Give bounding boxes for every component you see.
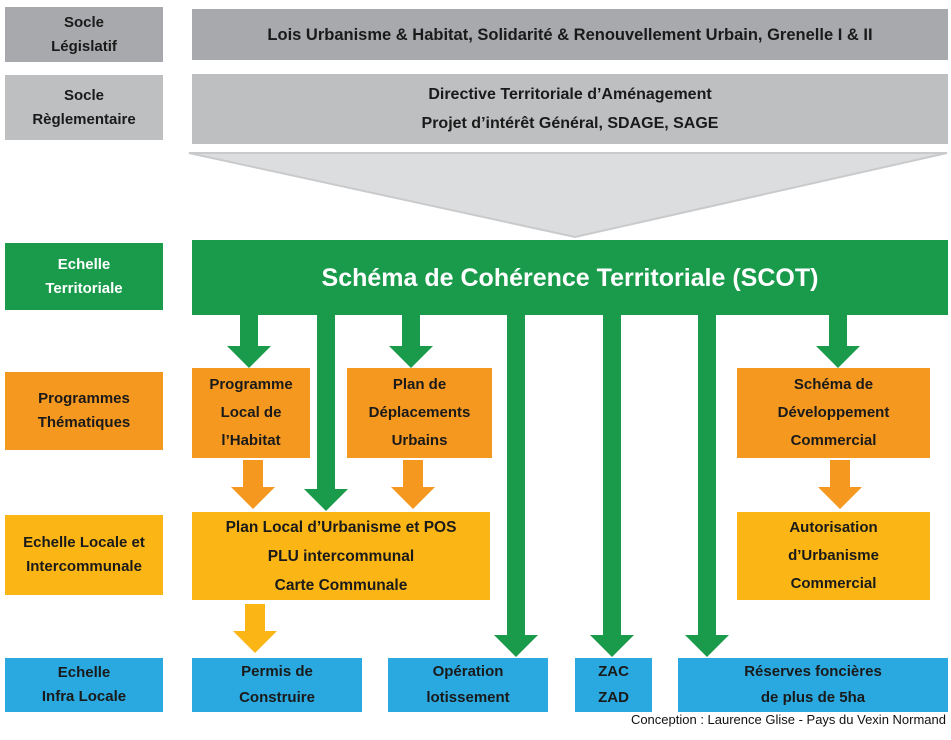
- label-programmes-thematiques-line1: Programmes: [38, 390, 130, 407]
- arrow-scot-to-plh: [227, 315, 271, 368]
- box-plu-line2: PLU intercommunal: [267, 547, 415, 565]
- label-socle-reglementaire-line2: Règlementaire: [32, 110, 136, 128]
- box-directive-territoriale-line1: Directive Territoriale d’Aménagement: [428, 86, 712, 103]
- box-scot: Schéma de Cohérence Territoriale (SCOT): [192, 240, 948, 315]
- credit-text: Conception : Laurence Glise - Pays du Ve…: [630, 712, 946, 727]
- box-programme-local-habitat: Programme Local de l’Habitat: [192, 368, 310, 458]
- box-plu-line3: Carte Communale: [274, 576, 408, 594]
- arrow-scot-to-operation: [494, 315, 538, 657]
- box-operation-line1: Opération: [432, 663, 504, 680]
- arrow-head: [389, 346, 433, 368]
- box-operation-lotissement: Opération lotissement: [388, 658, 548, 712]
- arrow-shaft: [603, 315, 621, 635]
- label-echelle-infra-locale: Echelle Infra Locale: [5, 658, 163, 712]
- label-programmes-thematiques: Programmes Thématiques: [5, 372, 163, 450]
- label-echelle-territoriale: Echelle Territoriale: [5, 243, 163, 310]
- funnel-triangle: [188, 152, 948, 239]
- box-auc-line2: d’Urbanisme: [788, 547, 879, 564]
- arrow-shaft: [830, 460, 850, 487]
- box-plan-local-urbanisme: Plan Local d’Urbanisme et POS PLU interc…: [192, 512, 490, 600]
- label-echelle-locale-line1: Echelle Locale et: [23, 534, 145, 551]
- arrow-head: [233, 631, 277, 653]
- box-schema-developpement-commercial: Schéma de Développement Commercial: [737, 368, 930, 458]
- box-permis-line2: Construire: [239, 689, 315, 706]
- arrow-scot-to-zac-zad: [590, 315, 634, 657]
- arrow-head: [685, 635, 729, 657]
- label-socle-reglementaire: Socle Règlementaire: [5, 75, 163, 140]
- box-directive-territoriale: Directive Territoriale d’Aménagement Pro…: [192, 74, 948, 144]
- arrow-scot-to-pdu: [389, 315, 433, 368]
- arrow-head: [816, 346, 860, 368]
- label-programmes-thematiques-line2: Thématiques: [37, 414, 131, 431]
- arrow-head: [227, 346, 271, 368]
- arrow-shaft: [317, 315, 335, 489]
- box-plh-line3: l’Habitat: [221, 432, 281, 449]
- arrow-pdu-to-plu: [391, 460, 435, 509]
- box-reserves-line2: de plus de 5ha: [760, 689, 866, 706]
- label-echelle-territoriale-line1: Echelle: [57, 255, 111, 273]
- arrow-shaft: [243, 460, 263, 487]
- box-pdu-line2: Déplacements: [368, 404, 471, 421]
- box-zac-zad: ZAC ZAD: [575, 658, 652, 712]
- arrow-shaft: [402, 315, 420, 346]
- box-lois-urbanisme: Lois Urbanisme & Habitat, Solidarité & R…: [192, 9, 948, 60]
- box-scot-title: Schéma de Cohérence Territoriale (SCOT): [321, 263, 819, 292]
- arrow-shaft: [245, 604, 265, 631]
- label-socle-legislatif-line1: Socle: [63, 13, 105, 31]
- label-socle-legislatif: Socle Législatif: [5, 7, 163, 62]
- box-sdc-line2: Développement: [777, 404, 890, 421]
- box-plh-line1: Programme: [209, 376, 293, 393]
- box-auc-line1: Autorisation: [789, 519, 878, 536]
- box-sdc-line3: Commercial: [790, 432, 877, 449]
- label-echelle-locale-line2: Intercommunale: [26, 558, 142, 575]
- arrow-sdc-to-auc: [818, 460, 862, 509]
- label-echelle-territoriale-line2: Territoriale: [45, 279, 123, 297]
- box-zac-line1: ZAC: [598, 663, 629, 680]
- label-socle-reglementaire-line1: Socle: [63, 86, 105, 104]
- arrow-shaft: [507, 315, 525, 635]
- label-echelle-infra-line2: Infra Locale: [41, 688, 127, 705]
- box-lois-urbanisme-text: Lois Urbanisme & Habitat, Solidarité & R…: [267, 25, 873, 44]
- arrow-shaft: [698, 315, 716, 635]
- box-permis-line1: Permis de: [241, 663, 313, 680]
- box-permis-de-construire: Permis de Construire: [192, 658, 362, 712]
- arrow-shaft: [240, 315, 258, 346]
- arrow-head: [231, 487, 275, 509]
- box-pdu-line3: Urbains: [391, 432, 448, 449]
- arrow-head: [304, 489, 348, 511]
- arrow-scot-to-plu: [304, 315, 348, 511]
- box-zac-line2: ZAD: [598, 689, 629, 706]
- arrow-plu-to-permis: [233, 604, 277, 653]
- box-plh-line2: Local de: [220, 404, 282, 421]
- box-reserves-foncieres: Réserves foncières de plus de 5ha: [678, 658, 948, 712]
- arrow-scot-to-sdc: [816, 315, 860, 368]
- arrow-scot-to-reserves: [685, 315, 729, 657]
- arrow-plh-to-plu: [231, 460, 275, 509]
- arrow-head: [391, 487, 435, 509]
- box-sdc-line1: Schéma de: [793, 376, 874, 393]
- box-directive-territoriale-line2: Projet d’intérêt Général, SDAGE, SAGE: [421, 115, 719, 132]
- box-operation-line2: lotissement: [426, 689, 510, 706]
- arrow-shaft: [403, 460, 423, 487]
- label-echelle-infra-line1: Echelle: [57, 664, 111, 681]
- box-plu-line1: Plan Local d’Urbanisme et POS: [225, 518, 457, 536]
- arrow-head: [494, 635, 538, 657]
- box-autorisation-urbanisme-commercial: Autorisation d’Urbanisme Commercial: [737, 512, 930, 600]
- box-pdu-line1: Plan de: [392, 376, 447, 393]
- arrow-head: [818, 487, 862, 509]
- label-echelle-locale-intercommunale: Echelle Locale et Intercommunale: [5, 515, 163, 595]
- label-socle-legislatif-line2: Législatif: [51, 37, 117, 55]
- box-plan-deplacements-urbains: Plan de Déplacements Urbains: [347, 368, 492, 458]
- arrow-shaft: [829, 315, 847, 346]
- box-auc-line3: Commercial: [790, 575, 877, 592]
- box-reserves-line1: Réserves foncières: [744, 663, 882, 680]
- arrow-head: [590, 635, 634, 657]
